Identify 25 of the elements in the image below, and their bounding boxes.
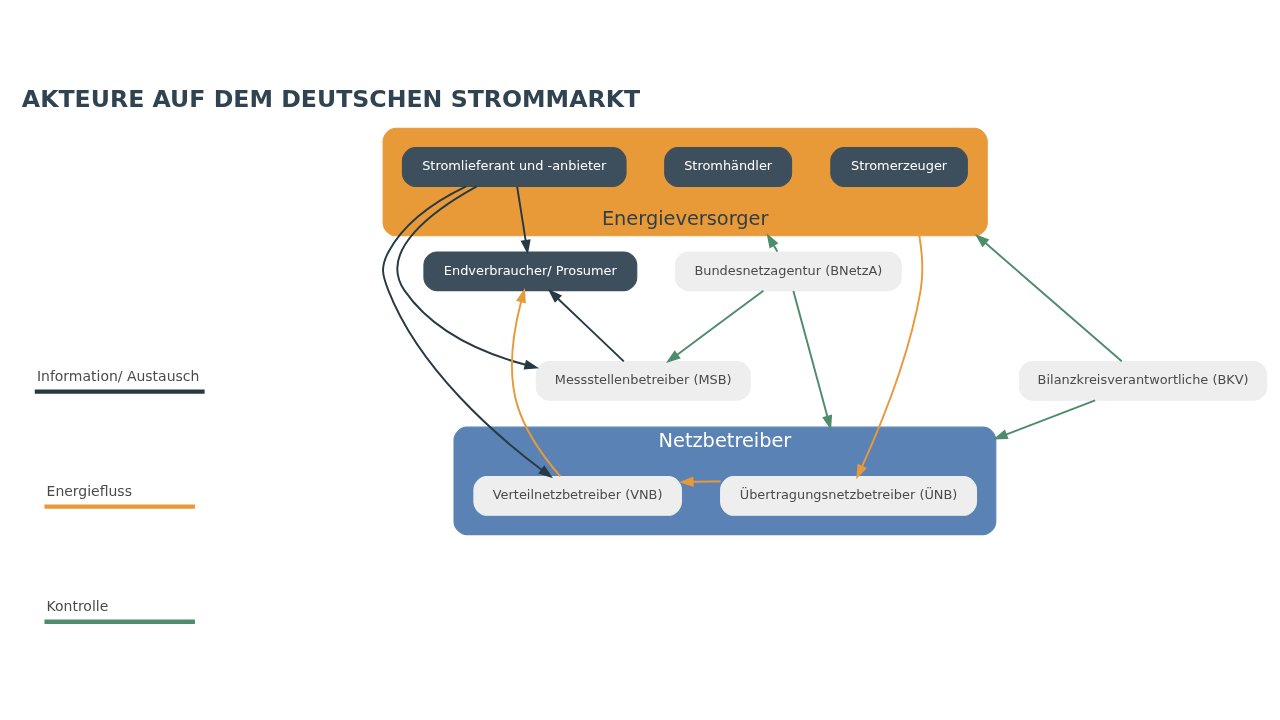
arrow: [974, 233, 1123, 362]
arrow: [766, 232, 779, 253]
legend-label: Kontrolle: [46, 597, 109, 614]
node-box: Bundesnetzagentur (BNetzA): [674, 250, 902, 291]
node-box: Stromlieferant und -anbieter: [401, 146, 627, 187]
arrow: [382, 184, 554, 478]
arrow: [666, 289, 765, 363]
arrow: [856, 234, 924, 479]
node-box: Stromerzeuger: [830, 146, 968, 187]
node-box: Endverbraucher/ Prosumer: [423, 250, 638, 291]
diagram-title: AKTEURE AUF DEM DEUTSCHEN STROMMARKT: [21, 84, 641, 113]
node-box: Stromhändler: [664, 146, 793, 187]
arrow: [678, 476, 722, 487]
arrow: [396, 184, 540, 370]
legend-label: Information/ Austausch: [36, 367, 200, 384]
arrow: [516, 185, 531, 254]
arrow: [792, 289, 833, 430]
arrow: [511, 287, 562, 477]
arrow: [547, 288, 625, 362]
legend-label: Energiefluss: [46, 482, 132, 499]
arrow: [993, 398, 1097, 439]
node-box: Übertragungsnetzbetreiber (ÜNB): [720, 475, 977, 516]
node-box: Bilanzkreisverantwortliche (BKV): [1018, 360, 1268, 401]
node-box: Verteilnetzbetreiber (VNB): [473, 475, 682, 516]
node-box: Messstellenbetreiber (MSB): [535, 360, 751, 401]
